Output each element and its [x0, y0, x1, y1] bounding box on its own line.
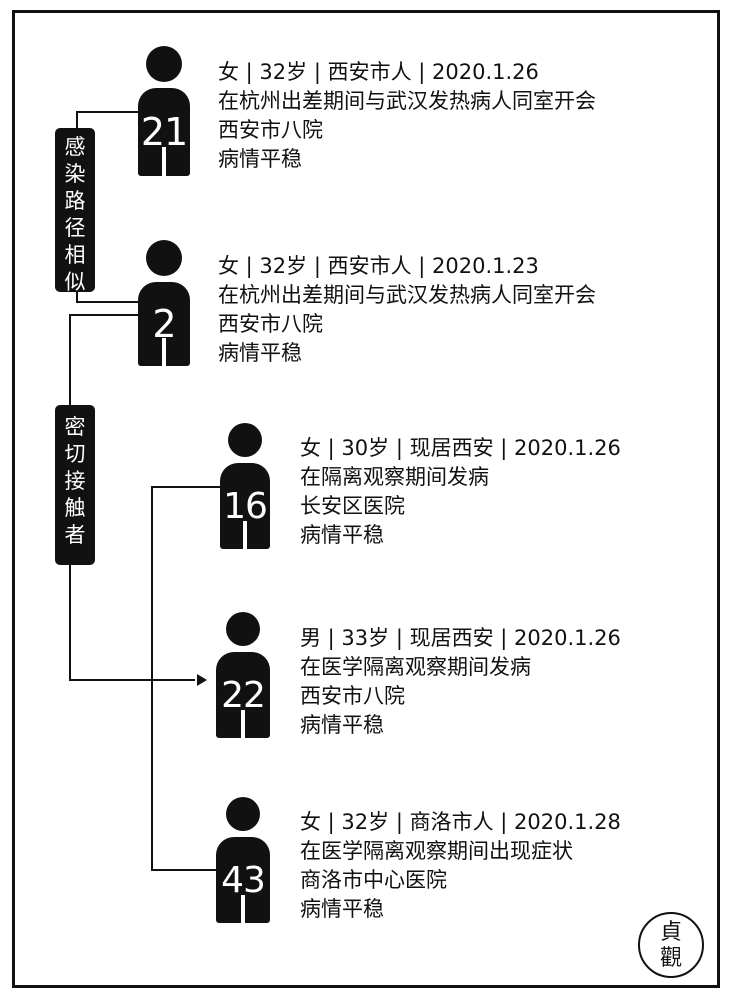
tag-close-contact: 密 切 接 触 者: [55, 405, 95, 565]
case-hospital: 商洛市中心医院: [300, 868, 447, 892]
person-icon-case-2: 2: [136, 240, 196, 367]
person-icon-case-21: 21: [136, 46, 196, 177]
case-number: 43: [216, 837, 270, 924]
arrow-head-icon: [197, 674, 207, 686]
case-status: 病情平稳: [218, 341, 302, 365]
case-number: 16: [220, 463, 270, 550]
case-hospital: 西安市八院: [300, 684, 405, 708]
case-info-43: 女 | 32岁 | 商洛市人 | 2020.1.28 在医学隔离观察期间出现症状…: [300, 808, 621, 924]
frame-border: [12, 10, 720, 988]
case-summary: 女 | 32岁 | 西安市人 | 2020.1.26: [218, 60, 539, 84]
case-info-16: 女 | 30岁 | 现居西安 | 2020.1.26 在隔离观察期间发病 长安区…: [300, 434, 621, 550]
case-detail: 在隔离观察期间发病: [300, 465, 489, 489]
case-info-22: 男 | 33岁 | 现居西安 | 2020.1.26 在医学隔离观察期间发病 西…: [300, 624, 621, 740]
case-detail: 在杭州出差期间与武汉发热病人同室开会: [218, 89, 596, 113]
case-summary: 男 | 33岁 | 现居西安 | 2020.1.26: [300, 626, 621, 650]
case-number: 2: [138, 282, 190, 367]
case-status: 病情平稳: [300, 897, 384, 921]
case-hospital: 西安市八院: [218, 118, 323, 142]
person-icon-case-16: 16: [220, 423, 276, 550]
case-info-21: 女 | 32岁 | 西安市人 | 2020.1.26 在杭州出差期间与武汉发热病…: [218, 58, 596, 174]
person-icon-case-43: 43: [216, 797, 276, 924]
case-detail: 在医学隔离观察期间出现症状: [300, 839, 573, 863]
case-status: 病情平稳: [300, 713, 384, 737]
case-number: 21: [138, 88, 190, 177]
case-summary: 女 | 32岁 | 西安市人 | 2020.1.23: [218, 254, 539, 278]
case-detail: 在杭州出差期间与武汉发热病人同室开会: [218, 283, 596, 307]
case-detail: 在医学隔离观察期间发病: [300, 655, 531, 679]
person-icon-case-22: 22: [216, 612, 276, 739]
seal-logo: 貞 觀: [638, 912, 704, 978]
case-status: 病情平稳: [300, 523, 384, 547]
case-status: 病情平稳: [218, 147, 302, 171]
case-summary: 女 | 30岁 | 现居西安 | 2020.1.26: [300, 436, 621, 460]
contact-group-connector: [151, 486, 222, 871]
case-hospital: 长安区医院: [300, 494, 405, 518]
tag-similar-infection-route: 感 染 路 径 相 似: [55, 128, 95, 294]
case-summary: 女 | 32岁 | 商洛市人 | 2020.1.28: [300, 810, 621, 834]
case-info-2: 女 | 32岁 | 西安市人 | 2020.1.23 在杭州出差期间与武汉发热病…: [218, 252, 596, 368]
case-hospital: 西安市八院: [218, 312, 323, 336]
case-number: 22: [216, 652, 270, 739]
